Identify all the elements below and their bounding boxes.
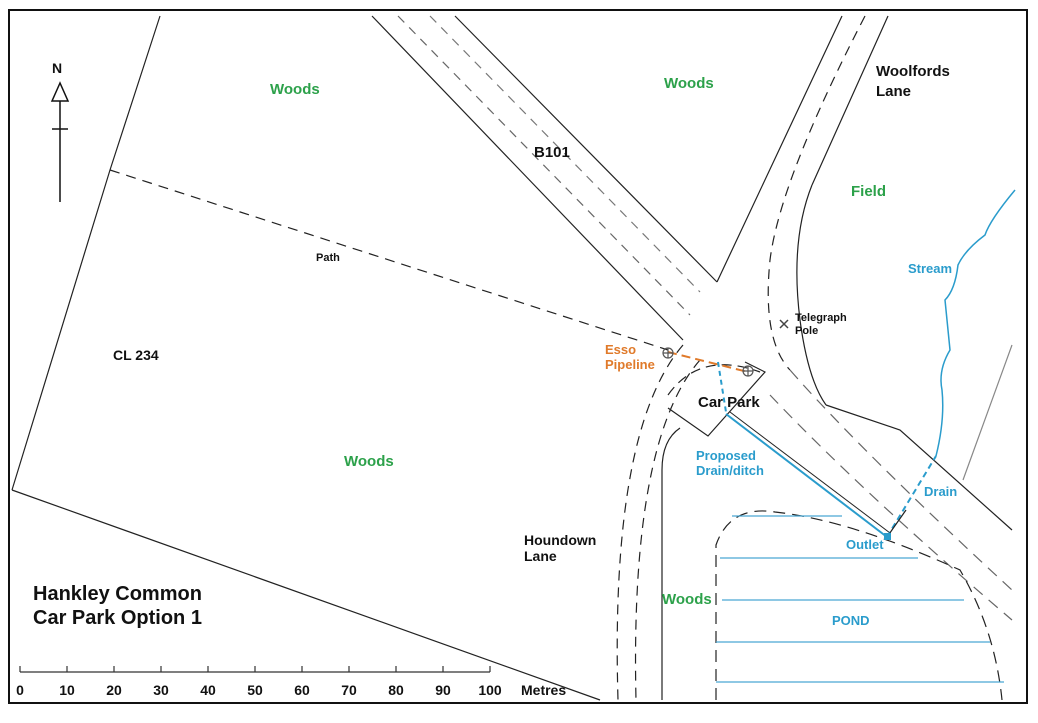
- woolfords-line1: Woolfords: [876, 63, 950, 80]
- woolfords-edge-east: [796, 184, 827, 406]
- scale-tick-label: 0: [16, 682, 24, 698]
- proposed-drain-ditch: [725, 413, 888, 538]
- label-woods-nw: Woods: [270, 81, 320, 98]
- map-frame: [8, 9, 1028, 704]
- telegraph-line1: Telegraph: [795, 312, 847, 324]
- scale-tick-label: 40: [200, 682, 216, 698]
- woolfords-edge-east-top: [811, 15, 889, 186]
- label-woods-s: Woods: [662, 591, 712, 608]
- proposed-line2: Drain/ditch: [696, 462, 764, 478]
- pipeline-marker-west: [662, 347, 674, 359]
- label-woods-sw: Woods: [344, 453, 394, 470]
- houndown-line2: Lane: [524, 548, 557, 565]
- label-proposed-drain: Proposed Drain/ditch: [696, 448, 764, 479]
- label-field: Field: [851, 183, 887, 200]
- se-road-centre-2: [769, 394, 1013, 621]
- woolfords-line2: Lane: [876, 83, 912, 101]
- label-drain: Drain: [924, 484, 958, 499]
- scale-tick-label: 70: [341, 682, 357, 698]
- esso-line1: Esso: [605, 342, 637, 357]
- field-boundary-east: [962, 344, 1013, 481]
- junction-arc: [667, 364, 761, 396]
- title-line1: Hankley Common: [33, 583, 202, 605]
- b101-edge-east: [454, 15, 718, 283]
- label-woods-n: Woods: [664, 75, 714, 92]
- label-telegraph-pole: Telegraph Pole: [795, 312, 847, 337]
- scale-tick-label: 60: [294, 682, 310, 698]
- label-outlet: Outlet: [846, 537, 884, 552]
- houndown-line1: Houndown: [524, 532, 597, 548]
- label-woolfords-lane: Woolfords Lane: [876, 63, 950, 101]
- b101-centre-1: [397, 15, 691, 316]
- telegraph-pole-icon: [779, 319, 789, 329]
- scale-tick-label: 10: [59, 682, 75, 698]
- label-houndown-lane: Houndown Lane: [524, 532, 596, 564]
- scale-bar: [19, 666, 491, 673]
- label-stream: Stream: [908, 261, 953, 276]
- se-road-edge-north: [825, 404, 1013, 531]
- label-esso-pipeline: Esso Pipeline: [605, 342, 655, 373]
- houndown-edge-1: [616, 344, 684, 701]
- stream: [935, 189, 1016, 457]
- houndown-edge-2: [634, 359, 701, 701]
- scale-tick-label: 100: [478, 682, 502, 698]
- woolfords-centre: [767, 15, 866, 371]
- proposed-line1: Proposed: [696, 448, 756, 463]
- label-pond: POND: [832, 613, 870, 628]
- outlet-box: [886, 509, 907, 538]
- se-road-centre-1: [789, 369, 1013, 591]
- proposed-drain-ditch-edge: [729, 411, 891, 534]
- label-cl234: CL 234: [113, 347, 159, 363]
- scale-tick-label: 30: [153, 682, 169, 698]
- title-line2: Car Park Option 1: [33, 607, 202, 629]
- pipeline-marker-east: [742, 365, 754, 377]
- b101-centre-2: [429, 15, 701, 293]
- pond-hatching: [716, 515, 1004, 683]
- esso-line2: Pipeline: [605, 356, 655, 372]
- car-park-outline: [667, 361, 766, 437]
- plot-boundary-south: [11, 489, 601, 701]
- scale-tick-label: 20: [106, 682, 122, 698]
- telegraph-line2: Pole: [795, 324, 819, 337]
- label-b101: B101: [534, 144, 570, 161]
- north-label: N: [52, 60, 63, 76]
- scale-tick-label: 50: [247, 682, 263, 698]
- scale-unit: Metres: [521, 682, 567, 698]
- houndown-edge-3: [661, 427, 681, 700]
- footpath: [109, 169, 669, 351]
- drain-line: [886, 455, 937, 538]
- woolfords-edge-west: [716, 15, 843, 283]
- label-path: Path: [316, 252, 340, 264]
- north-arrow-icon: [50, 81, 70, 202]
- scale-tick-label: 80: [388, 682, 404, 698]
- outlet-marker: [884, 533, 891, 540]
- map-title: Hankley Common Car Park Option 1: [33, 582, 202, 630]
- label-car-park: Car Park: [698, 394, 760, 411]
- b101-edge-west: [371, 15, 684, 341]
- scale-tick-label: 90: [435, 682, 451, 698]
